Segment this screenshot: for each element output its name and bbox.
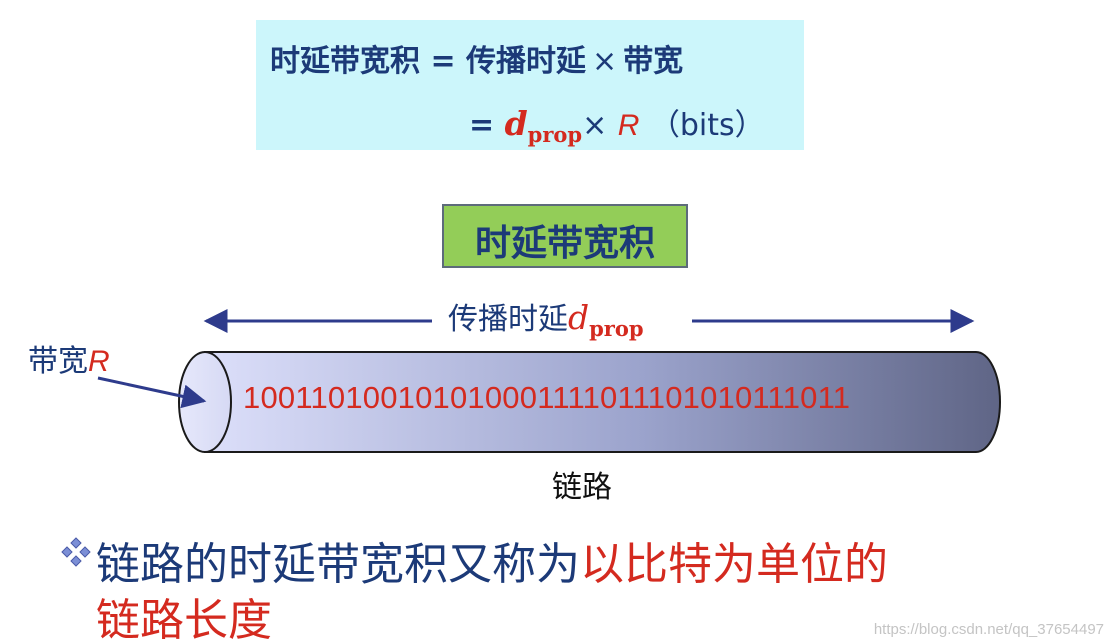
propagation-delay-label: 传播时延dprop xyxy=(448,294,644,341)
formula-box: 时延带宽积 = 传播时延×带宽 = dprop× R （bits） xyxy=(256,20,804,150)
link-bits-sequence: 100110100101010001111011101010111011 xyxy=(243,380,851,415)
bullet-text-blue: 链路的时延带宽积又称为 xyxy=(96,539,580,590)
bandwidth-text: 带宽 xyxy=(28,344,88,379)
formula-line-2: = dprop× R （bits） xyxy=(469,100,765,147)
bullet-text-red: 以比特为单位的 xyxy=(580,539,888,590)
propagation-d-symbol: d xyxy=(568,298,590,337)
formula-prop-subscript: prop xyxy=(527,122,583,147)
formula-times: × xyxy=(592,44,618,79)
formula-equals-2: = xyxy=(469,108,495,143)
watermark: https://blog.csdn.net/qq_37654497 xyxy=(873,621,1104,638)
formula-d-symbol: d xyxy=(504,104,528,143)
link-label: 链路 xyxy=(552,470,612,505)
bandwidth-r-symbol: R xyxy=(88,345,110,378)
formula-propagation-delay: 传播时延 xyxy=(466,44,587,79)
bandwidth-label: 带宽R xyxy=(28,336,110,380)
formula-times-2: × xyxy=(582,108,608,143)
title-box: 时延带宽积 xyxy=(442,204,688,268)
formula-unit: （bits） xyxy=(649,108,765,143)
link-cable-body xyxy=(204,351,1001,453)
propagation-delay-text: 传播时延 xyxy=(448,302,568,337)
bullet-line-2: 链路长度 xyxy=(96,595,272,644)
link-cable-end-cap xyxy=(178,351,232,453)
formula-equals: = xyxy=(430,44,456,79)
bullet-line-1: 链路的时延带宽积又称为以比特为单位的 xyxy=(58,528,888,592)
diamond-bullet-icon xyxy=(61,537,91,567)
formula-line-1: 时延带宽积 = 传播时延×带宽 xyxy=(270,36,683,80)
propagation-prop-subscript: prop xyxy=(589,316,644,341)
formula-r-symbol: R xyxy=(617,109,640,142)
bandwidth-pointer-arrow xyxy=(97,376,207,409)
formula-delay-bandwidth-product: 时延带宽积 xyxy=(270,44,420,79)
formula-bandwidth: 带宽 xyxy=(623,44,684,79)
diagram-title: 时延带宽积 xyxy=(474,223,655,264)
